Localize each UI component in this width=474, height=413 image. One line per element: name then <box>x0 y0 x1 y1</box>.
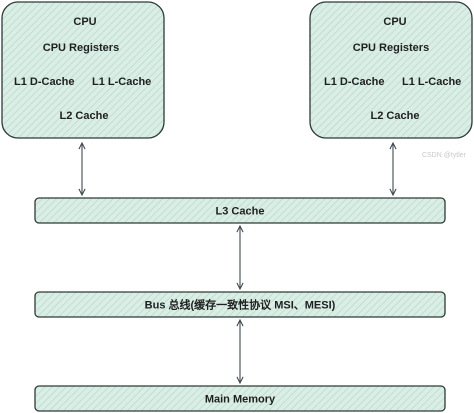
bus-frame <box>34 291 446 318</box>
bus-box: Bus 总线(缓存一致性协议 MSI、MESI) <box>34 291 446 318</box>
l3-cache-frame <box>34 197 446 224</box>
cpu-right-l2-cache: L2 Cache <box>371 110 420 122</box>
cpu-box-left-frame <box>1 1 165 139</box>
main-memory-label: Main Memory <box>205 394 276 406</box>
cpu-right-registers: CPU Registers <box>353 42 429 54</box>
cpu-box-right: CPU CPU Registers L1 D-Cache L1 L-Cache … <box>309 1 473 139</box>
cpu-box-right-frame <box>309 1 473 139</box>
cpu-left-l1-lcache: L1 L-Cache <box>92 76 151 88</box>
cpu-right-l1-lcache: L1 L-Cache <box>402 76 461 88</box>
cpu-left-l2-cache: L2 Cache <box>60 110 109 122</box>
cpu-left-l1-dcache: L1 D-Cache <box>14 76 75 88</box>
l3-cache-label: L3 Cache <box>216 206 265 218</box>
main-memory-frame <box>34 385 446 412</box>
main-memory-box: Main Memory <box>34 385 446 412</box>
cpu-right-title: CPU <box>383 16 406 28</box>
bus-label: Bus 总线(缓存一致性协议 MSI、MESI) <box>145 298 336 312</box>
cpu-left-registers: CPU Registers <box>43 42 119 54</box>
l3-cache-box: L3 Cache <box>34 197 446 224</box>
cpu-box-left: CPU CPU Registers L1 D-Cache L1 L-Cache … <box>1 1 165 139</box>
cpu-right-l1-dcache: L1 D-Cache <box>324 76 385 88</box>
cpu-left-title: CPU <box>73 16 96 28</box>
